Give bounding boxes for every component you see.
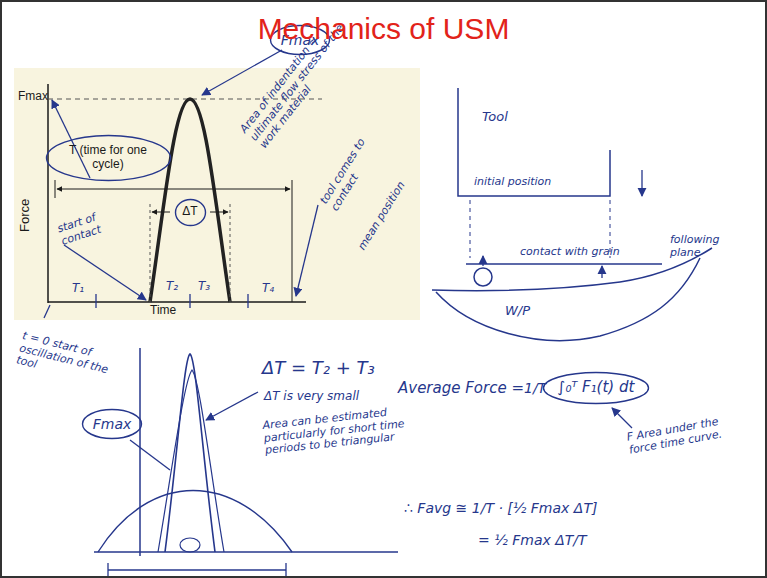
note-text: T (time for one cycle) <box>62 144 154 172</box>
cycle-bracket <box>57 189 290 190</box>
leader-line <box>206 392 258 420</box>
note-text: ∫₀ᵀ F₁(t) dt <box>558 379 635 396</box>
ellipse-outline <box>175 199 205 225</box>
tick <box>247 294 248 308</box>
equation: = ½ Fmax ΔT/T <box>478 532 587 548</box>
handwritten-note: ΔT is very small <box>264 390 404 404</box>
contact-line <box>230 204 231 302</box>
force-curve <box>165 354 215 552</box>
circled-note: ΔT <box>174 198 207 227</box>
axis-title: Force <box>18 199 33 232</box>
force-axis <box>47 84 49 303</box>
part-name: Tool <box>482 110 508 125</box>
workpiece-outline <box>436 258 700 340</box>
dt-bracket <box>152 212 170 213</box>
force-arrow <box>482 256 483 266</box>
note-text: ΔT <box>182 205 197 219</box>
handwritten-note: Area can be estimated particularly for s… <box>262 403 430 458</box>
handwritten-note: t = 0 start of oscillation of the tool <box>15 330 119 391</box>
axis-title: Time <box>150 304 176 318</box>
guide-line <box>470 200 471 258</box>
circled-note: Fmax <box>81 408 143 440</box>
note-text: Fmax <box>93 416 132 432</box>
tool-outline <box>458 88 610 196</box>
handwritten-note: mean position <box>356 178 409 253</box>
handwritten-note: F Area under the force time curve. <box>626 412 747 457</box>
equation: 1/T <box>524 380 546 396</box>
ellipse-outline <box>544 373 649 404</box>
leader-line <box>130 440 170 470</box>
handwritten-note: start of contact <box>56 205 123 248</box>
interval-label: T₄ <box>262 282 274 296</box>
ellipse-outline <box>46 136 170 181</box>
circled-note: ∫₀ᵀ F₁(t) dt <box>542 371 650 405</box>
interval-label: T₂ <box>166 280 178 294</box>
handwritten-note: following plane <box>670 234 732 259</box>
part-name: initial position <box>474 176 551 189</box>
leader-line <box>641 170 642 196</box>
slide-title: Mechanics of USM <box>0 12 767 46</box>
leader-line <box>612 408 632 428</box>
leader-line <box>64 245 146 300</box>
leader-line <box>296 205 318 296</box>
tick <box>189 294 190 308</box>
part-name: W/P <box>505 304 530 319</box>
contact-mark <box>180 538 200 552</box>
ellipse-outline <box>83 410 142 439</box>
figure-ground <box>14 68 420 320</box>
handwritten-note: contact with grain <box>520 246 620 259</box>
force-arrow <box>601 266 602 278</box>
contact-line <box>150 204 151 302</box>
interval-label: T₃ <box>198 280 210 294</box>
tick <box>55 180 56 198</box>
time-axis <box>94 551 398 553</box>
interval-label: T₁ <box>72 282 84 296</box>
force-curve <box>98 491 292 553</box>
tick <box>95 294 96 308</box>
tick <box>107 563 108 576</box>
dt-bracket <box>210 212 228 213</box>
circled-note: T (time for one cycle) <box>45 134 172 182</box>
force-curve <box>158 370 224 552</box>
force-curve <box>150 99 230 302</box>
time-axis <box>48 301 306 303</box>
force-axis <box>139 348 141 556</box>
period-bracket <box>108 569 286 570</box>
equation: ∴ Favg ≅ 1/T · [½ Fmax ΔT] <box>404 500 597 516</box>
equation: ΔT = T₂ + T₃ <box>262 358 375 379</box>
axis-value: Fmax <box>18 90 48 104</box>
tick <box>292 180 293 302</box>
contact-plane <box>466 263 662 265</box>
tick <box>44 305 50 318</box>
equation: Average Force = <box>398 380 524 397</box>
handwritten-note: tool comes to contact <box>318 119 390 213</box>
tick <box>285 563 286 576</box>
leader-line <box>52 100 90 178</box>
abrasive-grain <box>474 268 492 286</box>
